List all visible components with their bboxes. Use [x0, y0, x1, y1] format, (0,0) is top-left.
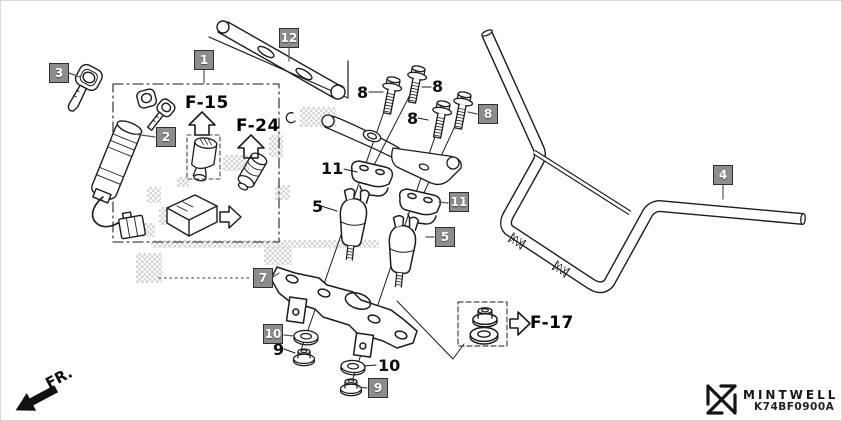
- part-badge-11[interactable]: 11: [449, 192, 469, 212]
- clamp-drawing: [398, 188, 442, 225]
- washer-drawing: [292, 328, 320, 347]
- holder-drawing: [334, 187, 371, 262]
- part-label-8: 8: [357, 83, 369, 102]
- f15-cylinder-drawing: [191, 137, 218, 182]
- part-label-5: 5: [312, 197, 324, 216]
- part-badge-3[interactable]: 3: [49, 63, 69, 83]
- stay-guide-lines: [208, 36, 349, 99]
- flange-nut-drawing: [292, 348, 316, 367]
- f15-up-arrow-icon: [188, 111, 216, 136]
- part-label-11: 11: [321, 159, 344, 178]
- wire-stay-drawing: [285, 112, 462, 186]
- holder-drawing: [383, 214, 420, 289]
- halftone-pattern: [264, 247, 292, 265]
- clamp-drawing: [350, 160, 394, 197]
- f24-barrel-drawing: [237, 152, 268, 191]
- part-label-8: 8: [407, 109, 419, 128]
- assembly-right-arrow-icon: [219, 205, 242, 229]
- part-badge-5[interactable]: 5: [435, 227, 455, 247]
- part-badge-7[interactable]: 7: [253, 268, 273, 288]
- brand-name: MINTWELL: [743, 388, 839, 402]
- brand-logo-icon: [706, 384, 737, 415]
- ref-f17: F-17: [530, 313, 574, 333]
- halftone-pattern: [275, 185, 290, 200]
- halftone-pattern: [223, 155, 249, 171]
- immobilizer-drawing: [166, 194, 242, 237]
- diagram-code: K74BF0900A: [754, 401, 835, 413]
- part-label-9: 9: [273, 340, 285, 359]
- handlebar-drawing: [481, 29, 806, 294]
- part-badge-9[interactable]: 9: [368, 378, 388, 398]
- part-badge-1[interactable]: 1: [194, 50, 214, 70]
- label-leader-lines: [283, 86, 432, 367]
- ignition-switch-drawing: [91, 88, 176, 240]
- bolt-drawing: [376, 63, 476, 140]
- key-head: [136, 88, 158, 109]
- halftone-pattern: [136, 253, 162, 283]
- connector: [118, 211, 146, 240]
- halftone-pattern: [147, 187, 161, 203]
- part-badge-4[interactable]: 4: [713, 165, 733, 185]
- part-badge-8[interactable]: 8: [478, 104, 498, 124]
- flange-nut-drawing: [339, 378, 363, 397]
- ref-f15: F-15: [185, 93, 229, 113]
- f17-group-drawing: [457, 301, 531, 347]
- ref-f24: F-24: [236, 116, 280, 136]
- f24-up-arrow-icon: [237, 134, 265, 159]
- part-badge-12[interactable]: 12: [279, 28, 299, 48]
- part-label-8: 8: [432, 77, 444, 96]
- part-label-10: 10: [378, 356, 401, 375]
- part-badge-2[interactable]: 2: [156, 127, 176, 147]
- key-drawing: [67, 63, 103, 112]
- spare-key: [146, 98, 176, 131]
- leader-lines: [68, 47, 724, 389]
- top-bridge-drawing: [270, 266, 418, 358]
- halftone-pattern: [177, 177, 189, 187]
- part-badge-10[interactable]: 10: [263, 324, 283, 344]
- f17-right-arrow-icon: [509, 311, 531, 336]
- washer-drawing: [339, 358, 367, 377]
- stay-bracket-drawing: [216, 20, 346, 100]
- halftone-pattern: [151, 240, 379, 248]
- front-direction-arrow-icon: [15, 385, 59, 411]
